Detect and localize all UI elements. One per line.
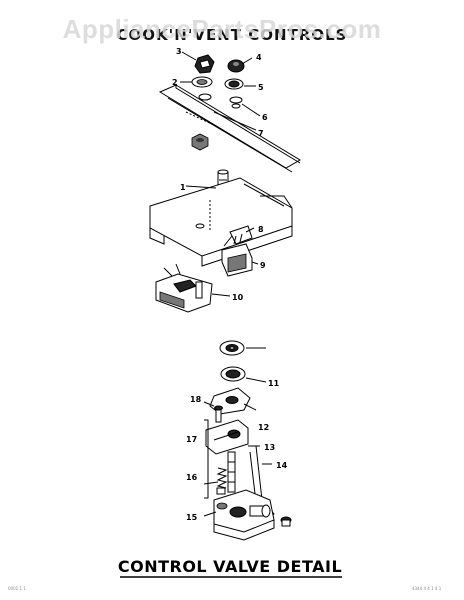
valve-gear-top: [219, 340, 245, 356]
callout-2: 2: [172, 78, 178, 87]
callout-7: 7: [258, 129, 264, 138]
callout-18: 18: [190, 395, 202, 404]
part-6-washers: [198, 93, 243, 109]
control-valve-detail-caption: CONTROL VALVE DETAIL: [118, 557, 342, 576]
callout-8: 8: [258, 225, 264, 234]
valve-body-upper: [205, 419, 249, 455]
control-panel: [158, 84, 301, 173]
part-4-knob: [227, 59, 245, 73]
leader-lines: [180, 51, 272, 517]
watermark: AppliancePartsPros.com: [63, 14, 382, 44]
part-7-nut: [191, 133, 209, 151]
callout-14: 14: [276, 461, 288, 470]
part-11-gear: [220, 366, 246, 382]
part-18-screw: [214, 405, 223, 423]
callout-5: 5: [258, 83, 264, 92]
part-13-stem: [227, 451, 236, 493]
part-5-bezel: [224, 78, 244, 90]
callout-1: 1: [180, 183, 186, 192]
valve-mount-screw: [280, 516, 292, 527]
callout-11: 11: [268, 379, 280, 388]
callout-4: 4: [256, 53, 262, 62]
footer-left-code: 0001 1 1: [8, 586, 26, 591]
part-16-spring: [216, 467, 228, 495]
bracket-17: [204, 419, 209, 499]
footer-right-code: 4344 4 4 1 4 1: [412, 586, 442, 591]
callout-16: 16: [186, 473, 198, 482]
callout-10: 10: [232, 293, 244, 302]
callout-6: 6: [262, 113, 268, 122]
callout-15: 15: [186, 513, 198, 522]
callout-17: 17: [186, 435, 197, 444]
part-3-knob: [194, 54, 215, 74]
callout-9: 9: [260, 261, 266, 270]
callout-numbers: 3 4 2 5 6 7 1 8 9 10 11 12 18 17 13 14 1…: [172, 47, 288, 522]
callout-3: 3: [176, 47, 182, 56]
callout-13: 13: [264, 443, 275, 452]
callout-12: 12: [258, 423, 269, 432]
mounting-bracket: [149, 177, 293, 267]
part-15-valve-body: [213, 489, 275, 541]
part-10-switch: [155, 263, 213, 313]
part-9-switch: [221, 233, 253, 277]
part-2-bezel: [191, 76, 213, 88]
header-title: COOK'N'VENT CONTROLS: [117, 26, 348, 44]
